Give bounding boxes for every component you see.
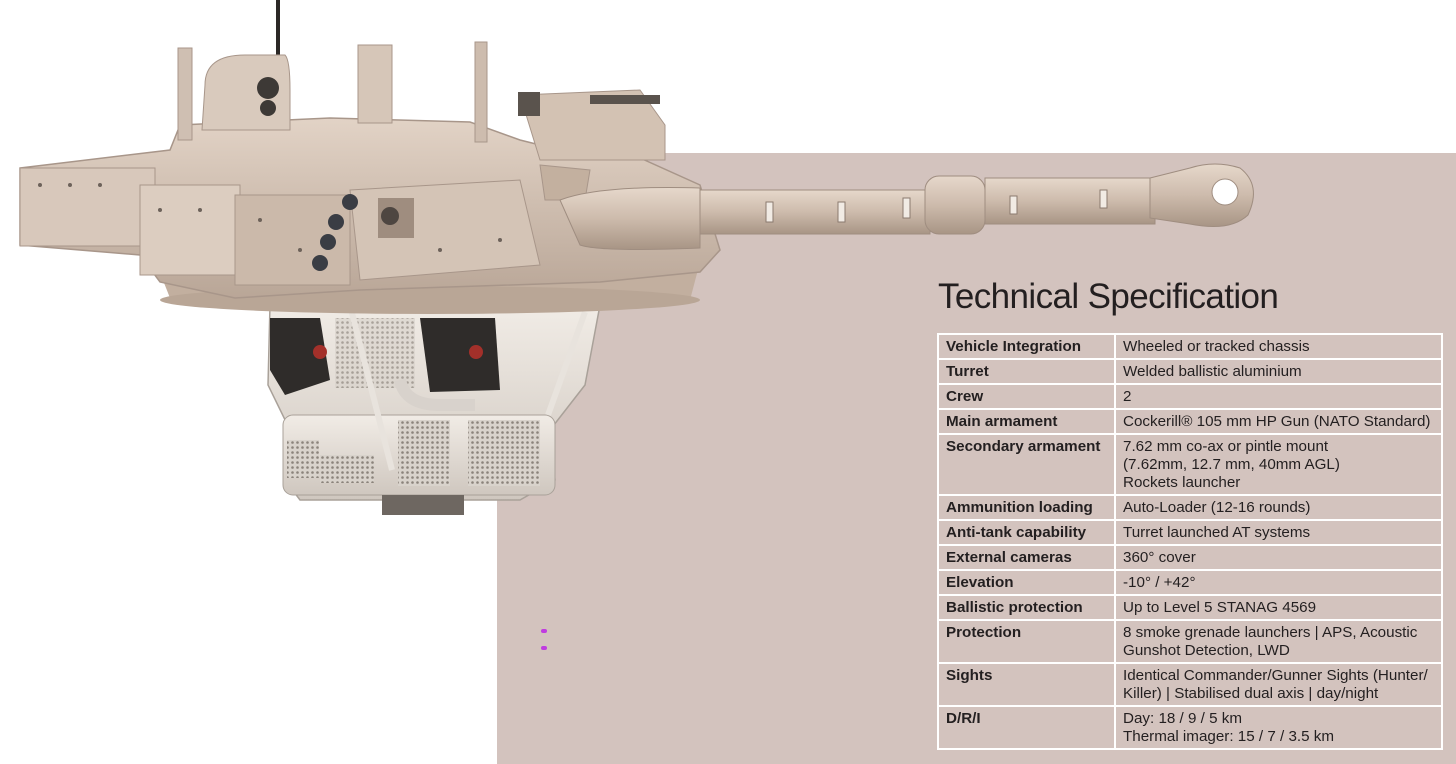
spec-value: Day: 18 / 9 / 5 km Thermal imager: 15 / … bbox=[1123, 710, 1335, 745]
spec-row: Elevation-10° / +42° bbox=[939, 571, 1441, 596]
spec-label: External cameras bbox=[939, 546, 1116, 571]
spec-value: 360° cover bbox=[1116, 546, 1441, 571]
spec-label: Anti-tank capability bbox=[939, 521, 1116, 546]
marker-dot bbox=[541, 629, 547, 633]
spec-value: Cockerill® 105 mm HP Gun (NATO Standard) bbox=[1116, 410, 1441, 435]
spec-value: 2 bbox=[1116, 385, 1441, 410]
spec-label: Ammunition loading bbox=[939, 496, 1116, 521]
spec-label: Protection bbox=[939, 621, 1116, 664]
marker-dot bbox=[541, 646, 547, 650]
page-title: Technical Specification bbox=[938, 277, 1279, 316]
spec-value: Welded ballistic aluminium bbox=[1116, 360, 1441, 385]
spec-value: Wheeled or tracked chassis bbox=[1116, 335, 1441, 360]
spec-label: Crew bbox=[939, 385, 1116, 410]
spec-label: Turret bbox=[939, 360, 1116, 385]
spec-label: Sights bbox=[939, 664, 1116, 707]
spec-label: Main armament bbox=[939, 410, 1116, 435]
spec-label: D/R/I bbox=[939, 707, 1116, 748]
spec-value: -10° / +42° bbox=[1116, 571, 1441, 596]
spec-label: Vehicle Integration bbox=[939, 335, 1116, 360]
turret-illustration bbox=[19, 0, 1254, 515]
spec-value: Up to Level 5 STANAG 4569 bbox=[1116, 596, 1441, 621]
spec-label: Elevation bbox=[939, 571, 1116, 596]
spec-value: 7.62 mm co-ax or pintle mount (7.62mm, 1… bbox=[1116, 435, 1441, 496]
spec-value: Identical Commander/Gunner Sights (Hunte… bbox=[1116, 664, 1441, 707]
spec-value: 8 smoke grenade launchers | APS, Acousti… bbox=[1116, 621, 1441, 664]
spec-label: Secondary armament bbox=[939, 435, 1116, 496]
spec-label: Ballistic protection bbox=[939, 596, 1116, 621]
spec-value: Auto-Loader (12-16 rounds) bbox=[1116, 496, 1441, 521]
spec-value: Turret launched AT systems bbox=[1116, 521, 1441, 546]
